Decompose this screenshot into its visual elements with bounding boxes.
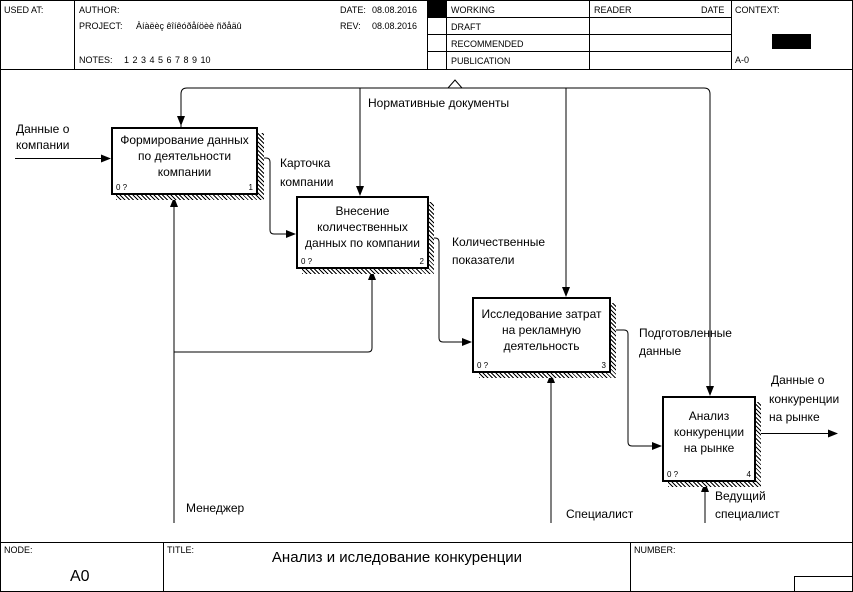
used-at-label: USED AT: <box>4 5 44 15</box>
box3-line2: на рекламную <box>502 323 581 337</box>
label-lead-line2: специалист <box>715 507 780 521</box>
label-card-line1: Карточка <box>280 156 331 170</box>
project-label: PROJECT: <box>79 21 123 31</box>
box1-cost: 0 ? <box>116 183 128 192</box>
node-label: NODE: <box>4 545 33 555</box>
status-working: WORKING <box>451 5 495 15</box>
box3-line1: Исследование затрат <box>481 307 602 321</box>
box1-line1: Формирование данных <box>120 133 249 147</box>
label-manager: Менеджер <box>186 501 245 515</box>
label-card-line2: компании <box>280 175 334 189</box>
activity-box-3[interactable]: Исследование затрат на рекламную деятель… <box>472 297 611 373</box>
activity-box-1[interactable]: Формирование данных по деятельности комп… <box>111 127 258 195</box>
label-control: Нормативные документы <box>368 96 510 110</box>
box1-line3: компании <box>157 165 212 179</box>
reader-date-label: DATE <box>701 5 725 15</box>
box2-line3: данных по компании <box>305 236 420 250</box>
arrow-prepared-data <box>610 329 662 450</box>
context-node: A-0 <box>735 55 750 65</box>
arrow-company-card <box>258 157 296 238</box>
label-output-line1: Данные о <box>771 373 825 387</box>
arrow-mechanism-manager-box2 <box>174 270 376 353</box>
label-input-line1: Данные о <box>16 122 70 136</box>
label-quant-line2: показатели <box>452 253 515 267</box>
context-label: CONTEXT: <box>735 5 780 15</box>
rev-label: REV: <box>340 21 361 31</box>
title-label: TITLE: <box>167 545 195 555</box>
label-input-line2: компании <box>16 138 70 152</box>
notes-label: NOTES: <box>79 55 113 65</box>
box2-number: 2 <box>419 257 424 266</box>
label-prepared-line2: данные <box>639 344 682 358</box>
status-recommended: RECOMMENDED <box>451 39 524 49</box>
box2-line2: количественных <box>317 220 408 234</box>
control-tunnel-mark <box>447 79 463 89</box>
box1-number: 1 <box>248 183 253 192</box>
label-output-line2: конкуренции <box>769 392 840 406</box>
label-output-line3: на рынке <box>769 410 820 424</box>
number-label: NUMBER: <box>634 545 676 555</box>
arrow-quantitative-indicators <box>429 237 472 346</box>
box1-line2: по деятельности <box>137 149 232 163</box>
box4-line3: на рынке <box>683 441 735 455</box>
page-title: Анализ и иследование конкуренции <box>271 549 523 566</box>
rev-value: 08.08.2016 <box>372 21 418 31</box>
node-value: A0 <box>70 568 90 585</box>
reader-label: READER <box>594 5 632 15</box>
status-publication: PUBLICATION <box>451 56 511 66</box>
project-value: Àíàëèç êîíêóðåíöèè ñðåäû <box>136 21 242 31</box>
date-value: 08.08.2016 <box>372 5 418 15</box>
author-label: AUTHOR: <box>79 5 120 15</box>
notes-numbers: 1 2 3 4 5 6 7 8 9 10 <box>124 55 211 65</box>
box3-line3: деятельность <box>503 339 580 353</box>
date-label: DATE: <box>340 5 366 15</box>
label-specialist: Специалист <box>566 507 634 521</box>
box4-line2: конкуренции <box>673 425 745 439</box>
box4-line1: Анализ <box>688 409 730 423</box>
box4-cost: 0 ? <box>667 470 679 479</box>
label-lead-line1: Ведущий <box>715 489 766 503</box>
box2-cost: 0 ? <box>301 257 313 266</box>
activity-box-4[interactable]: Анализ конкуренции на рынке 0 ? 4 <box>662 396 756 482</box>
box2-line1: Внесение <box>335 204 390 218</box>
box4-number: 4 <box>746 470 751 479</box>
box3-cost: 0 ? <box>477 361 489 370</box>
label-quant-line1: Количественные <box>452 235 545 249</box>
activity-box-2[interactable]: Внесение количественных данных по компан… <box>296 196 429 269</box>
label-prepared-line1: Подготовленные <box>639 326 732 340</box>
box3-number: 3 <box>601 361 606 370</box>
status-draft: DRAFT <box>451 22 481 32</box>
arrow-control-to-box4 <box>180 87 714 396</box>
